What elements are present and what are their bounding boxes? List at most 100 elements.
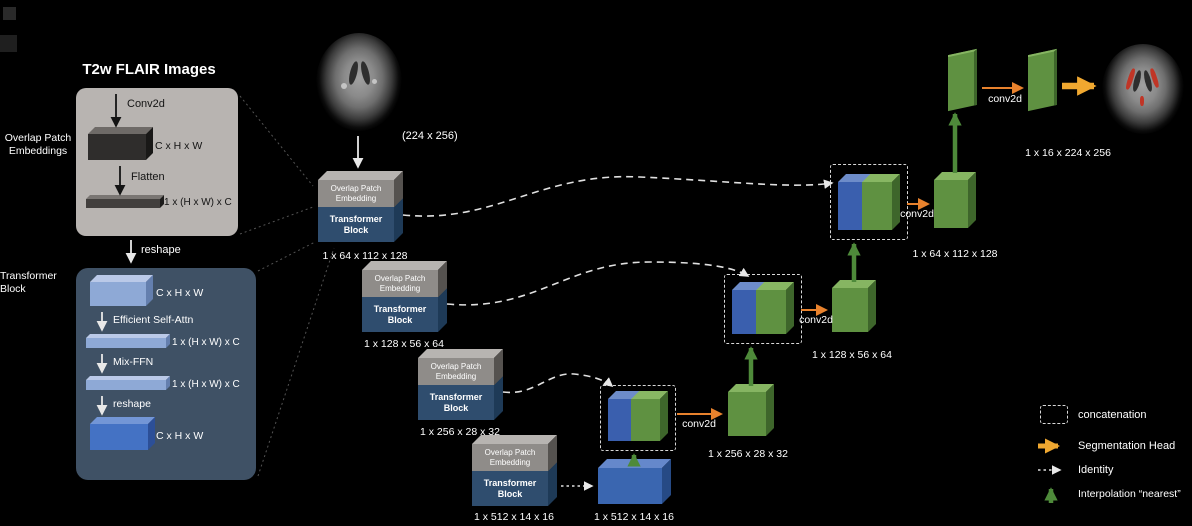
stage-side-face xyxy=(438,261,447,332)
ventricle-shape xyxy=(359,60,372,86)
box-top-face xyxy=(90,417,155,424)
encoder-stage-2: Overlap Patch Embedding Transformer Bloc… xyxy=(362,261,447,332)
concat-feature-1 xyxy=(608,391,668,441)
box-top-face xyxy=(608,391,668,399)
box-front-face xyxy=(88,134,146,160)
legend-identity-label: Identity xyxy=(1078,464,1114,476)
transformer-input-dim: C x H x W xyxy=(156,287,204,299)
input-size-label: (224 x 256) xyxy=(402,130,458,142)
box-front-face xyxy=(728,392,766,436)
box-side-face xyxy=(868,280,876,332)
lesion-spot xyxy=(341,83,347,89)
concatenation-box-1 xyxy=(600,385,676,451)
transformer-side-label: Transformer Block xyxy=(0,270,57,296)
box-front-face xyxy=(832,288,868,332)
encoder-stage-3: Overlap Patch Embedding Transformer Bloc… xyxy=(418,349,503,420)
stage-side-face xyxy=(548,435,557,506)
conv2d-label-1: conv2d xyxy=(682,418,716,430)
head-feature-slab-1 xyxy=(948,48,977,112)
box-top-face xyxy=(838,174,900,182)
conv2d-label-2: conv2d xyxy=(799,314,833,326)
stage-top-face xyxy=(418,349,503,358)
bar-front-face xyxy=(86,338,166,348)
box-side-face xyxy=(766,384,774,436)
decoder-dim-1: 1 x 256 x 28 x 32 xyxy=(708,448,788,460)
decorative-square xyxy=(3,7,16,20)
overlap-patch-embedding-label: Overlap Patch Embedding xyxy=(318,180,394,207)
attn-bar xyxy=(86,334,170,348)
stage-side-face xyxy=(394,171,403,242)
stage-top-face xyxy=(318,171,403,180)
transformer-block-label: Transformer Block xyxy=(472,471,548,506)
feature-box-blue xyxy=(90,417,155,450)
flatten-step-label: Flatten xyxy=(131,171,165,183)
head-feature-slab-2 xyxy=(1028,48,1057,112)
bar-front-face xyxy=(86,380,166,390)
decorative-square xyxy=(0,35,17,52)
overlap-patch-side-label: Overlap Patch Embeddings xyxy=(4,132,72,158)
decoder-feature-1 xyxy=(728,384,774,436)
conv2d-step-label: Conv2d xyxy=(127,98,165,110)
box-side-face xyxy=(660,391,668,441)
self-attn-step-label: Efficient Self-Attn xyxy=(113,314,194,326)
concat-blue-half xyxy=(608,399,632,441)
box-top-face xyxy=(90,275,153,282)
skip-connection-1 xyxy=(402,175,834,217)
legend-concatenation-label: concatenation xyxy=(1078,409,1147,421)
input-brain-image xyxy=(316,33,402,131)
attn-dim-label: 1 x (H x W) x C xyxy=(172,337,240,348)
concat-green-half xyxy=(862,182,892,230)
box-top-face xyxy=(732,282,794,290)
box-front-face xyxy=(934,180,968,228)
box-side-face xyxy=(892,174,900,230)
lesion-spot xyxy=(372,79,377,84)
transformer-output-dim: C x H x W xyxy=(156,430,204,442)
box-top-face xyxy=(88,127,153,134)
feature-box-dark xyxy=(88,127,153,160)
encoder-stage-1: Overlap Patch Embedding Transformer Bloc… xyxy=(318,171,403,242)
concat-blue-half xyxy=(732,290,757,334)
box-side-face xyxy=(662,459,671,504)
overlap-patch-embedding-label: Overlap Patch Embedding xyxy=(362,270,438,297)
head-conv2d-label: conv2d xyxy=(988,93,1022,105)
concat-green-half xyxy=(756,290,786,334)
conv2d-label-3: conv2d xyxy=(900,208,934,220)
stage-top-face xyxy=(472,435,557,444)
encoder-stage-4: Overlap Patch Embedding Transformer Bloc… xyxy=(472,435,557,506)
reshape-step-label: reshape xyxy=(141,244,181,256)
bar-front-face xyxy=(86,199,160,208)
panel-reference-line xyxy=(239,95,314,187)
stage-2-dim: 1 x 128 x 56 x 64 xyxy=(364,338,444,350)
box-front-face xyxy=(90,282,146,306)
transformer-block-label: Transformer Block xyxy=(362,297,438,332)
decoder-dim-3: 1 x 64 x 112 x 128 xyxy=(912,248,998,260)
diagram-title: T2w FLAIR Images xyxy=(82,61,216,78)
panel-reference-line xyxy=(257,241,316,272)
flattened-bar-dark xyxy=(86,195,164,208)
box-top-face xyxy=(598,459,671,468)
ffn-dim-label: 1 x (H x W) x C xyxy=(172,379,240,390)
concat-feature-3 xyxy=(838,174,900,230)
panel-reference-line xyxy=(239,206,314,235)
decoder-feature-2 xyxy=(832,280,876,332)
ventricle-shape xyxy=(347,60,360,86)
stage-4-dim: 1 x 512 x 14 x 16 xyxy=(474,511,554,523)
transformer-block-label: Transformer Block xyxy=(318,207,394,242)
decoder-feature-3 xyxy=(934,172,976,228)
concat-green-half xyxy=(631,399,660,441)
bottleneck-feature xyxy=(598,459,671,504)
panel-reference-line xyxy=(257,247,335,477)
box-front-face xyxy=(598,468,662,504)
reshape-inner-label: reshape xyxy=(113,398,151,410)
concat-blue-half xyxy=(838,182,863,230)
output-brain-image xyxy=(1102,44,1184,134)
stage-top-face xyxy=(362,261,447,270)
bottleneck-dim: 1 x 512 x 14 x 16 xyxy=(594,511,674,523)
skip-connection-3 xyxy=(502,373,614,394)
stage-3-dim: 1 x 256 x 28 x 32 xyxy=(420,426,500,438)
head-output-dim: 1 x 16 x 224 x 256 xyxy=(1025,147,1111,159)
legend-interpolation-label: Interpolation “nearest” xyxy=(1078,488,1181,500)
legend-seghead-label: Segmentation Head xyxy=(1078,440,1176,452)
dark-box-dim: C x H x W xyxy=(155,140,203,152)
